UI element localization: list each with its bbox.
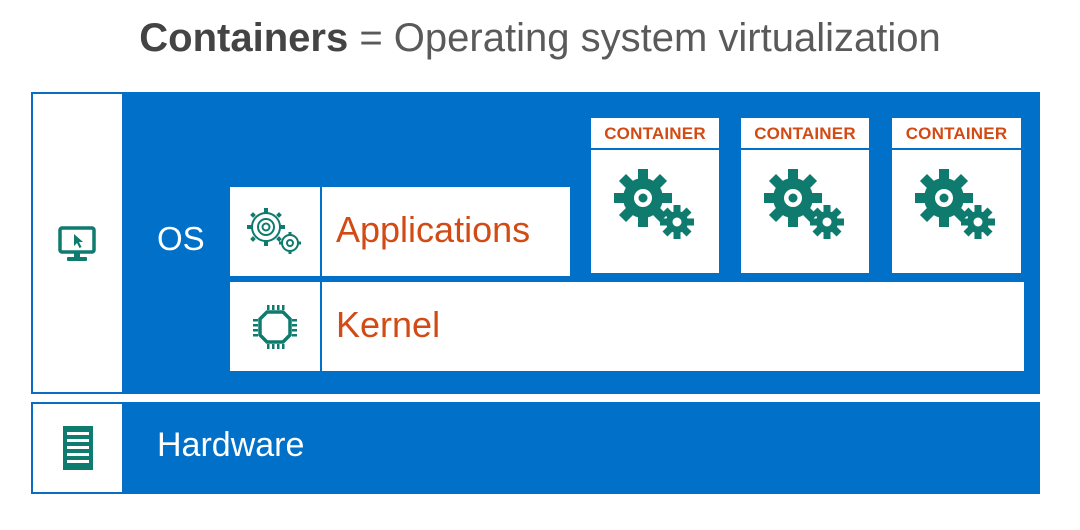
applications-label: Applications [336, 209, 531, 250]
chip-icon [253, 305, 297, 349]
applications-box: Applications [230, 187, 570, 276]
container-box: CONTAINER [591, 118, 719, 273]
os-label: OS [157, 220, 205, 257]
gear-outline-large [251, 212, 281, 242]
page-title: Containers = Operating system virtualiza… [0, 10, 1080, 66]
gear-outline-small [281, 234, 299, 252]
container-box: CONTAINER [892, 118, 1021, 273]
hardware-layer: Hardware [124, 402, 1040, 494]
applications-divider [320, 187, 322, 276]
container-label: CONTAINER [741, 118, 869, 150]
title-bold: Containers [139, 16, 349, 60]
monitor-icon [58, 226, 96, 261]
server-icon [63, 426, 93, 470]
kernel-divider [320, 282, 322, 371]
kernel-label: Kernel [336, 304, 441, 345]
container-box: CONTAINER [741, 118, 869, 273]
title-rest: = Operating system virtualization [348, 16, 941, 60]
hardware-icon-cell [31, 402, 124, 494]
gears-outline-icon [247, 208, 301, 254]
hardware-label: Hardware [157, 426, 305, 464]
gears-filled-icon [614, 169, 694, 239]
gears-filled-icon [915, 169, 995, 239]
gears-filled-icon [764, 169, 844, 239]
os-layer: OS [124, 92, 1040, 394]
os-icon-cell [31, 92, 124, 394]
container-label: CONTAINER [591, 118, 719, 150]
kernel-box: Kernel [230, 282, 1024, 371]
container-label: CONTAINER [892, 118, 1021, 150]
